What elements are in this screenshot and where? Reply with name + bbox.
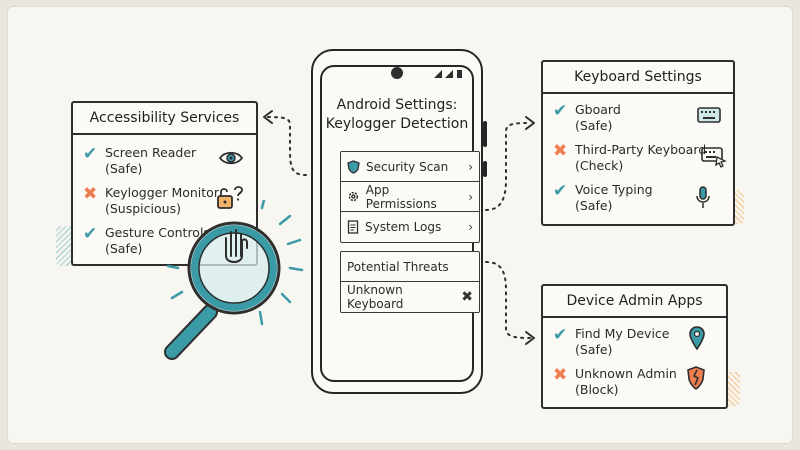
list-item-find-my-device[interactable]: ✔ Find My Device (Safe) bbox=[553, 326, 716, 364]
menu-label: App Permissions bbox=[365, 182, 437, 211]
item-name: Voice Typing bbox=[575, 182, 653, 197]
list-item-third-party-keyboard[interactable]: ✖ Third-Party Keyboard (Check) bbox=[553, 141, 727, 180]
list-item-voice-typing[interactable]: ✔ Voice Typing (Safe) bbox=[553, 182, 723, 220]
menu-label: Security Scan bbox=[366, 159, 449, 174]
item-status: (Suspicious) bbox=[105, 201, 181, 216]
cross-icon: ✖ bbox=[553, 365, 568, 385]
menu-item-system-logs[interactable]: System Logs › bbox=[341, 212, 479, 242]
page-title: Android Settings: Keylogger Detection bbox=[322, 96, 472, 134]
item-name: Screen Reader bbox=[105, 145, 197, 160]
check-icon: ✔ bbox=[553, 325, 568, 345]
item-status: (Safe) bbox=[105, 161, 143, 176]
unlocked-padlock-question-icon bbox=[217, 186, 243, 209]
cross-icon: ✖ bbox=[461, 289, 473, 305]
threat-item-unknown-keyboard[interactable]: Unknown Keyboard ✖ bbox=[341, 282, 479, 312]
phone-screen: Android Settings: Keylogger Detection Se… bbox=[320, 65, 480, 382]
chevron-right-icon: › bbox=[468, 189, 473, 204]
page-title-line2: Keylogger Detection bbox=[325, 116, 469, 132]
signal-icon bbox=[434, 70, 442, 78]
potential-threats-panel: Potential Threats Unknown Keyboard ✖ bbox=[340, 251, 480, 313]
microphone-icon bbox=[696, 186, 710, 208]
card-title: Keyboard Settings bbox=[543, 62, 733, 94]
item-name: Find My Device bbox=[575, 326, 670, 341]
keyboard-cursor-icon bbox=[701, 147, 727, 168]
status-bar-icons bbox=[434, 70, 462, 78]
item-name: Unknown Admin bbox=[575, 366, 677, 381]
item-status: (Block) bbox=[575, 382, 619, 397]
list-item-unknown-admin[interactable]: ✖ Unknown Admin (Block) bbox=[553, 366, 716, 404]
chevron-right-icon: › bbox=[468, 159, 473, 174]
magnifying-glass-illustration bbox=[164, 200, 304, 360]
check-icon: ✔ bbox=[83, 224, 98, 244]
gear-icon bbox=[348, 191, 359, 202]
cross-icon: ✖ bbox=[553, 141, 568, 161]
menu-item-app-permissions[interactable]: App Permissions › bbox=[341, 182, 479, 212]
magnifier-rim bbox=[191, 225, 277, 311]
menu-label: System Logs bbox=[365, 220, 442, 234]
arrowhead bbox=[525, 331, 535, 345]
menu-item-security-scan[interactable]: Security Scan › bbox=[341, 152, 479, 182]
list-item-keylogger-monitor[interactable]: ✖ Keylogger Monitor (Suspicious) bbox=[83, 185, 246, 223]
threat-label: Unknown Keyboard bbox=[347, 283, 404, 311]
item-status: (Safe) bbox=[575, 342, 613, 357]
arrowhead bbox=[525, 116, 535, 130]
hand-icon bbox=[225, 229, 248, 263]
list-item-gesture-controls[interactable]: ✔ Gesture Controls (Safe) bbox=[83, 225, 246, 263]
arrow-phone-to-accessibility bbox=[267, 116, 307, 176]
eye-icon bbox=[218, 151, 244, 165]
item-status: (Safe) bbox=[575, 198, 613, 213]
item-name: Gesture Controls bbox=[105, 225, 210, 240]
item-name: Gboard bbox=[575, 102, 621, 117]
camera-icon bbox=[391, 67, 403, 79]
power-button bbox=[483, 161, 487, 177]
check-icon: ✔ bbox=[83, 144, 98, 164]
arrow-phone-to-keyboard bbox=[485, 122, 531, 211]
battery-icon bbox=[457, 70, 462, 78]
keyboard-icon bbox=[697, 107, 721, 123]
list-item-gboard[interactable]: ✔ Gboard (Safe) bbox=[553, 102, 723, 140]
item-name: Third-Party Keyboard bbox=[575, 142, 707, 157]
check-icon: ✔ bbox=[553, 181, 568, 201]
check-icon: ✔ bbox=[553, 101, 568, 121]
card-title: Accessibility Services bbox=[73, 103, 256, 135]
settings-menu: Security Scan › App Permissions › Syst bbox=[340, 151, 480, 243]
page-title-line1: Android Settings: bbox=[336, 97, 458, 113]
item-status: (Safe) bbox=[105, 241, 143, 256]
cross-icon: ✖ bbox=[83, 184, 98, 204]
card-title: Device Admin Apps bbox=[543, 286, 726, 318]
arrowhead bbox=[263, 110, 273, 124]
device-admin-apps-card: Device Admin Apps ✔ Find My Device (Safe… bbox=[541, 284, 728, 409]
volume-button bbox=[483, 121, 487, 147]
arrow-phone-to-admin bbox=[485, 261, 531, 339]
accessibility-services-card: Accessibility Services ✔ Screen Reader (… bbox=[71, 101, 258, 266]
magnifier-handle bbox=[166, 306, 216, 358]
keyboard-settings-card: Keyboard Settings ✔ Gboard (Safe) ✖ Thir… bbox=[541, 60, 735, 226]
broken-shield-icon bbox=[687, 366, 705, 390]
item-status: (Check) bbox=[575, 158, 624, 173]
item-name: Keylogger Monitor bbox=[105, 185, 219, 200]
document-icon bbox=[347, 220, 359, 234]
item-status: (Safe) bbox=[575, 118, 613, 133]
android-phone: Android Settings: Keylogger Detection Se… bbox=[311, 49, 487, 394]
threats-heading: Potential Threats bbox=[341, 252, 479, 282]
location-pin-icon bbox=[689, 326, 705, 350]
wifi-icon bbox=[445, 70, 453, 78]
list-item-screen-reader[interactable]: ✔ Screen Reader (Safe) bbox=[83, 145, 246, 183]
threats-title: Potential Threats bbox=[347, 259, 449, 274]
chevron-right-icon: › bbox=[468, 220, 473, 234]
shield-icon bbox=[347, 159, 360, 174]
sparkle-lines bbox=[166, 200, 304, 326]
